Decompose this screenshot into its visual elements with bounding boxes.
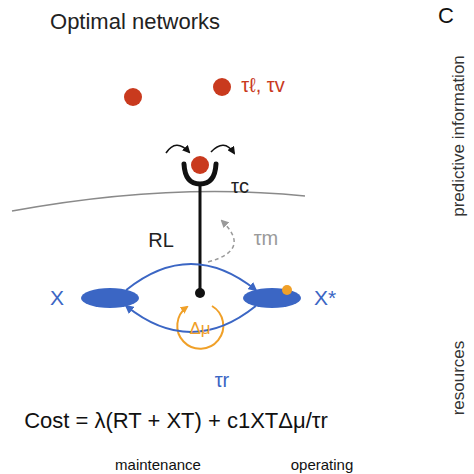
phosphate-dot	[282, 285, 292, 295]
state-ellipse: X	[81, 288, 139, 308]
state-label: X	[50, 286, 64, 309]
ellipse-shape	[81, 288, 139, 308]
receptor-cup	[184, 164, 216, 184]
methylation-arrow	[208, 221, 234, 262]
axis-label: resources	[450, 341, 469, 416]
membrane-line	[12, 191, 305, 211]
cost-term-note: operating	[291, 457, 354, 474]
ligand-timescale: τℓ, τv	[241, 74, 284, 96]
ligand-circle	[213, 78, 231, 96]
panel-title: Optimal networks	[50, 10, 220, 34]
free-energy-label: Δμ	[189, 320, 210, 339]
ligand-circle	[124, 88, 142, 106]
unbinding-arrow	[211, 145, 234, 153]
state-label: X*	[314, 286, 336, 309]
complex-label: RL	[148, 229, 174, 251]
panel-letter: C	[438, 4, 454, 28]
binding-arrow	[166, 145, 189, 153]
binding-timescale: τc	[231, 175, 249, 197]
axis-label: predictive information	[450, 55, 469, 217]
bound-ligand	[191, 156, 209, 174]
cost-term-note: maintenance	[115, 457, 201, 474]
state-ellipse: X*	[243, 288, 301, 308]
receptor-tail	[195, 288, 205, 298]
readout-timescale: τr	[215, 369, 230, 391]
memory-timescale: τm	[254, 227, 279, 249]
cost-equation: Cost = λ(RT + XT) + c1XTΔμ/τr	[24, 409, 328, 433]
receptor-stem	[199, 184, 202, 292]
transition-arrow	[126, 264, 256, 290]
ellipse-shape	[243, 288, 301, 308]
